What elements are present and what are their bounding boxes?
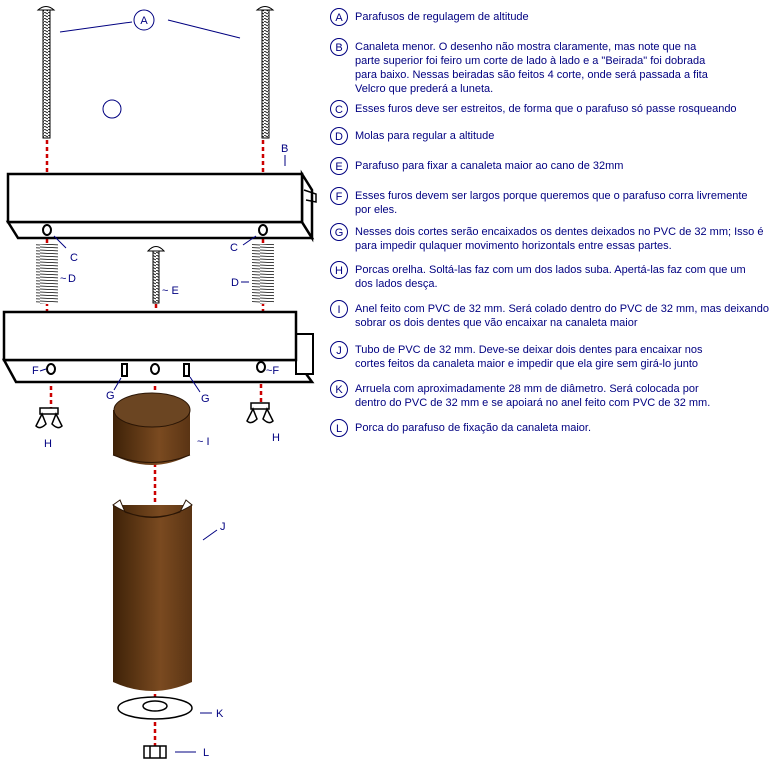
hole-c-right	[258, 224, 268, 236]
badge-j: J	[330, 341, 348, 359]
badge-c: C	[330, 100, 348, 118]
badge-d: D	[330, 127, 348, 145]
legend-text-e: Parafuso para fixar a canaleta maior ao …	[355, 160, 624, 172]
label-b: B	[281, 143, 288, 155]
leader-f-left	[39, 368, 47, 372]
wing-nut-right	[246, 402, 274, 424]
leader-a-right	[167, 19, 241, 39]
label-g-left: G	[106, 390, 115, 402]
leader-g-left	[113, 377, 122, 391]
legend-text-j: Tubo de PVC de 32 mm. Deve-se deixar doi…	[355, 344, 703, 370]
label-f-right: ~F	[266, 365, 279, 377]
label-h-left: H	[44, 438, 52, 450]
legend-text-h: Porcas orelha. Soltá-las faz com um dos …	[355, 264, 746, 290]
large-channel	[1, 310, 315, 384]
label-e: ~ E	[162, 285, 179, 297]
leader-c-left	[53, 235, 67, 249]
spring-right	[252, 244, 274, 304]
hole-center	[150, 363, 160, 375]
label-g-right: G	[201, 393, 210, 405]
legend-item-e: E Parafuso para fixar a canaleta maior ao…	[330, 157, 623, 175]
slot-g-left	[121, 363, 128, 377]
legend-item-i: I Anel feito com PVC de 32 mm. Será colad…	[330, 300, 769, 330]
label-f-left: F	[32, 365, 39, 377]
badge-e: E	[330, 157, 348, 175]
leader-g-right	[189, 376, 201, 393]
hole-c-left	[42, 224, 52, 236]
altitude-screw-left	[36, 6, 56, 139]
hole-f-left	[46, 363, 56, 375]
legend-item-d: D Molas para regular a altitude	[330, 127, 494, 145]
label-circle-a	[133, 9, 155, 31]
legend-item-a: A Parafusos de regulagem de altitude	[330, 8, 529, 26]
badge-k: K	[330, 380, 348, 398]
legend-item-g: G Nesses dois cortes serão encaixados os …	[330, 223, 763, 253]
legend-item-k: K Arruela com aproximadamente 28 mm de di…	[330, 380, 710, 410]
badge-g: G	[330, 223, 348, 241]
label-k: K	[216, 708, 224, 720]
channel-fixing-screw	[146, 246, 166, 304]
spring-left	[36, 244, 58, 304]
pvc-tube	[112, 499, 193, 691]
leader-j	[202, 529, 218, 541]
label-d-left-tilde: ~	[60, 273, 66, 285]
legend-text-f: Esses furos devem ser largos porque quer…	[355, 190, 748, 216]
legend-item-j: J Tubo de PVC de 32 mm. Deve-se deixar do…	[330, 341, 703, 371]
label-a: A	[140, 15, 148, 27]
slot-g-right	[183, 363, 190, 377]
hole-f-right	[256, 361, 266, 373]
badge-h: H	[330, 261, 348, 279]
label-i: ~ I	[197, 436, 210, 448]
legend-text-g: Nesses dois cortes serão encaixados os d…	[355, 226, 764, 252]
label-c-right: C	[230, 242, 238, 254]
legend-text-d: Molas para regular a altitude	[355, 130, 495, 142]
label-j: J	[220, 521, 226, 533]
altitude-screw-right	[255, 6, 275, 139]
legend-text-i: Anel feito com PVC de 32 mm. Será colado…	[355, 303, 769, 329]
badge-f: F	[330, 187, 348, 205]
legend-item-f: F Esses furos devem ser largos porque que…	[330, 187, 748, 217]
empty-circle	[102, 99, 122, 119]
wing-nut-left	[35, 407, 63, 429]
legend-text-l: Porca do parafuso de fixação da canaleta…	[355, 422, 592, 434]
label-d-left: D	[68, 273, 76, 285]
label-h-right: H	[272, 432, 280, 444]
legend-text-c: Esses furos deve ser estreitos, de forma…	[355, 103, 737, 115]
nut	[143, 745, 167, 759]
badge-l: L	[330, 419, 348, 437]
exploded-assembly-drawing: A B C C ~ D D ~ E F ~F G G	[1, 6, 317, 759]
badge-a: A	[330, 8, 348, 26]
legend-text-b: Canaleta menor. O desenho não mostra cla…	[355, 41, 708, 95]
label-d-right: D	[231, 277, 239, 289]
legend-text-k: Arruela com aproximadamente 28 mm de diâ…	[355, 383, 711, 409]
legend-text-a: Parafusos de regulagem de altitude	[355, 11, 529, 23]
legend-item-c: C Esses furos deve ser estreitos, de form…	[330, 100, 737, 118]
label-c-left: C	[70, 252, 78, 264]
pvc-ring	[112, 392, 191, 465]
badge-b: B	[330, 38, 348, 56]
small-channel	[5, 169, 317, 243]
legend-item-h: H Porcas orelha. Soltá-las faz com um dos…	[330, 261, 746, 291]
legend-item-l: L Porca do parafuso de fixação da canalet…	[330, 419, 591, 437]
washer	[117, 696, 193, 720]
legend-item-b: B Canaleta menor. O desenho não mostra cl…	[330, 38, 708, 96]
leader-a-left	[59, 21, 133, 33]
badge-i: I	[330, 300, 348, 318]
label-l: L	[203, 747, 209, 759]
leader-c-right	[242, 235, 257, 246]
